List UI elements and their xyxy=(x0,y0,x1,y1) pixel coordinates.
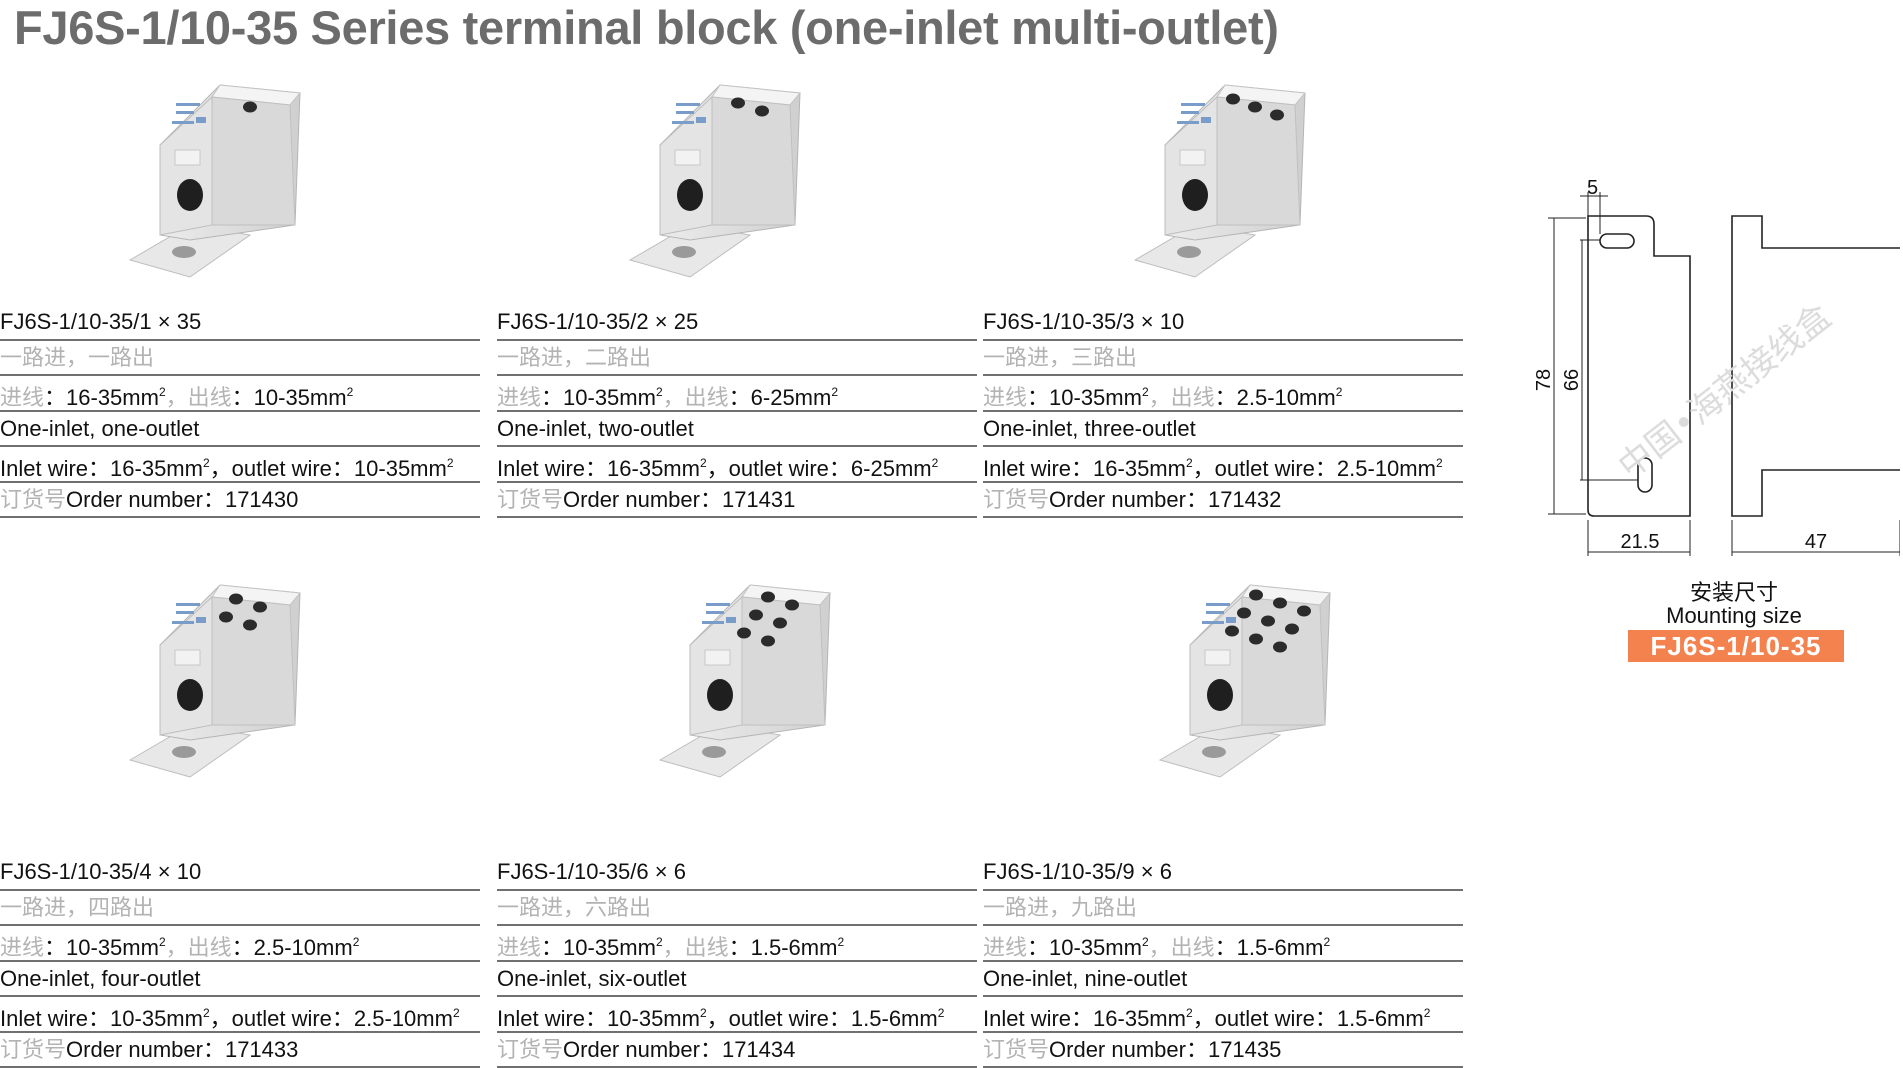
name-cn: 一路进，一路出 xyxy=(0,341,480,377)
wire-range-en: Inlet wire：16-35mm2，outlet wire：6-25mm2 xyxy=(497,447,977,483)
product-spec: FJ6S-1/10-35/9 × 6 一路进，九路出 进线：10-35mm2，出… xyxy=(983,855,1463,1068)
model-number: FJ6S-1/10-35/6 × 6 xyxy=(497,855,977,891)
product-photo xyxy=(1125,45,1345,285)
order-number: 订货号Order number：171430 xyxy=(0,483,480,519)
name-cn: 一路进，三路出 xyxy=(983,341,1463,377)
product-spec: FJ6S-1/10-35/2 × 25 一路进，二路出 进线：10-35mm2，… xyxy=(497,305,977,518)
dim-width: 21.5 xyxy=(1621,531,1660,553)
model-number: FJ6S-1/10-35/9 × 6 xyxy=(983,855,1463,891)
order-number: 订货号Order number：171431 xyxy=(497,483,977,519)
watermark: 中国•海燕接线盒 xyxy=(1611,297,1839,487)
name-en: One-inlet, three-outlet xyxy=(983,412,1463,448)
name-cn: 一路进，二路出 xyxy=(497,341,977,377)
order-number: 订货号Order number：171435 xyxy=(983,1033,1463,1068)
name-en: One-inlet, two-outlet xyxy=(497,412,977,448)
wire-range-cn: 进线：10-35mm2，出线：2.5-10mm2 xyxy=(983,376,1463,412)
mounting-drawing: 5 78 66 21.5 47 中国•海燕接线盒 xyxy=(1520,180,1900,560)
dim-inner: 66 xyxy=(1561,369,1583,391)
dim-slot: 5 xyxy=(1587,180,1598,199)
mounting-model-badge: FJ6S-1/10-35 xyxy=(1628,630,1844,662)
dim-height: 78 xyxy=(1533,369,1555,391)
product-photo xyxy=(120,545,340,785)
product-photo xyxy=(1150,545,1370,785)
wire-range-cn: 进线：10-35mm2，出线：6-25mm2 xyxy=(497,376,977,412)
wire-range-cn: 进线：10-35mm2，出线：2.5-10mm2 xyxy=(0,926,480,962)
product-spec: FJ6S-1/10-35/3 × 10 一路进，三路出 进线：10-35mm2，… xyxy=(983,305,1463,518)
model-number: FJ6S-1/10-35/1 × 35 xyxy=(0,305,480,341)
wire-range-en: Inlet wire：16-35mm2，outlet wire：10-35mm2 xyxy=(0,447,480,483)
wire-range-cn: 进线：10-35mm2，出线：1.5-6mm2 xyxy=(497,926,977,962)
wire-range-cn: 进线：16-35mm2，出线：10-35mm2 xyxy=(0,376,480,412)
model-number: FJ6S-1/10-35/4 × 10 xyxy=(0,855,480,891)
product-photo xyxy=(620,45,840,285)
product-spec: FJ6S-1/10-35/1 × 35 一路进，一路出 进线：16-35mm2，… xyxy=(0,305,480,518)
wire-range-en: Inlet wire：16-35mm2，outlet wire：2.5-10mm… xyxy=(983,447,1463,483)
mounting-title-en: Mounting size xyxy=(1628,603,1840,629)
top-slot xyxy=(1600,234,1634,248)
wire-range-en: Inlet wire：10-35mm2，outlet wire：2.5-10mm… xyxy=(0,997,480,1033)
model-number: FJ6S-1/10-35/3 × 10 xyxy=(983,305,1463,341)
name-cn: 一路进，四路出 xyxy=(0,891,480,927)
model-number: FJ6S-1/10-35/2 × 25 xyxy=(497,305,977,341)
product-photo xyxy=(650,545,870,785)
dim-depth: 47 xyxy=(1805,531,1827,553)
wire-range-en: Inlet wire：16-35mm2，outlet wire：1.5-6mm2 xyxy=(983,997,1463,1033)
name-cn: 一路进，九路出 xyxy=(983,891,1463,927)
order-number: 订货号Order number：171433 xyxy=(0,1033,480,1068)
order-number: 订货号Order number：171434 xyxy=(497,1033,977,1068)
product-spec: FJ6S-1/10-35/4 × 10 一路进，四路出 进线：10-35mm2，… xyxy=(0,855,480,1068)
wire-range-en: Inlet wire：10-35mm2，outlet wire：1.5-6mm2 xyxy=(497,997,977,1033)
wire-range-cn: 进线：10-35mm2，出线：1.5-6mm2 xyxy=(983,926,1463,962)
name-cn: 一路进，六路出 xyxy=(497,891,977,927)
name-en: One-inlet, six-outlet xyxy=(497,962,977,998)
product-spec: FJ6S-1/10-35/6 × 6 一路进，六路出 进线：10-35mm2，出… xyxy=(497,855,977,1068)
product-photo xyxy=(120,45,340,285)
name-en: One-inlet, one-outlet xyxy=(0,412,480,448)
name-en: One-inlet, nine-outlet xyxy=(983,962,1463,998)
order-number: 订货号Order number：171432 xyxy=(983,483,1463,519)
name-en: One-inlet, four-outlet xyxy=(0,962,480,998)
